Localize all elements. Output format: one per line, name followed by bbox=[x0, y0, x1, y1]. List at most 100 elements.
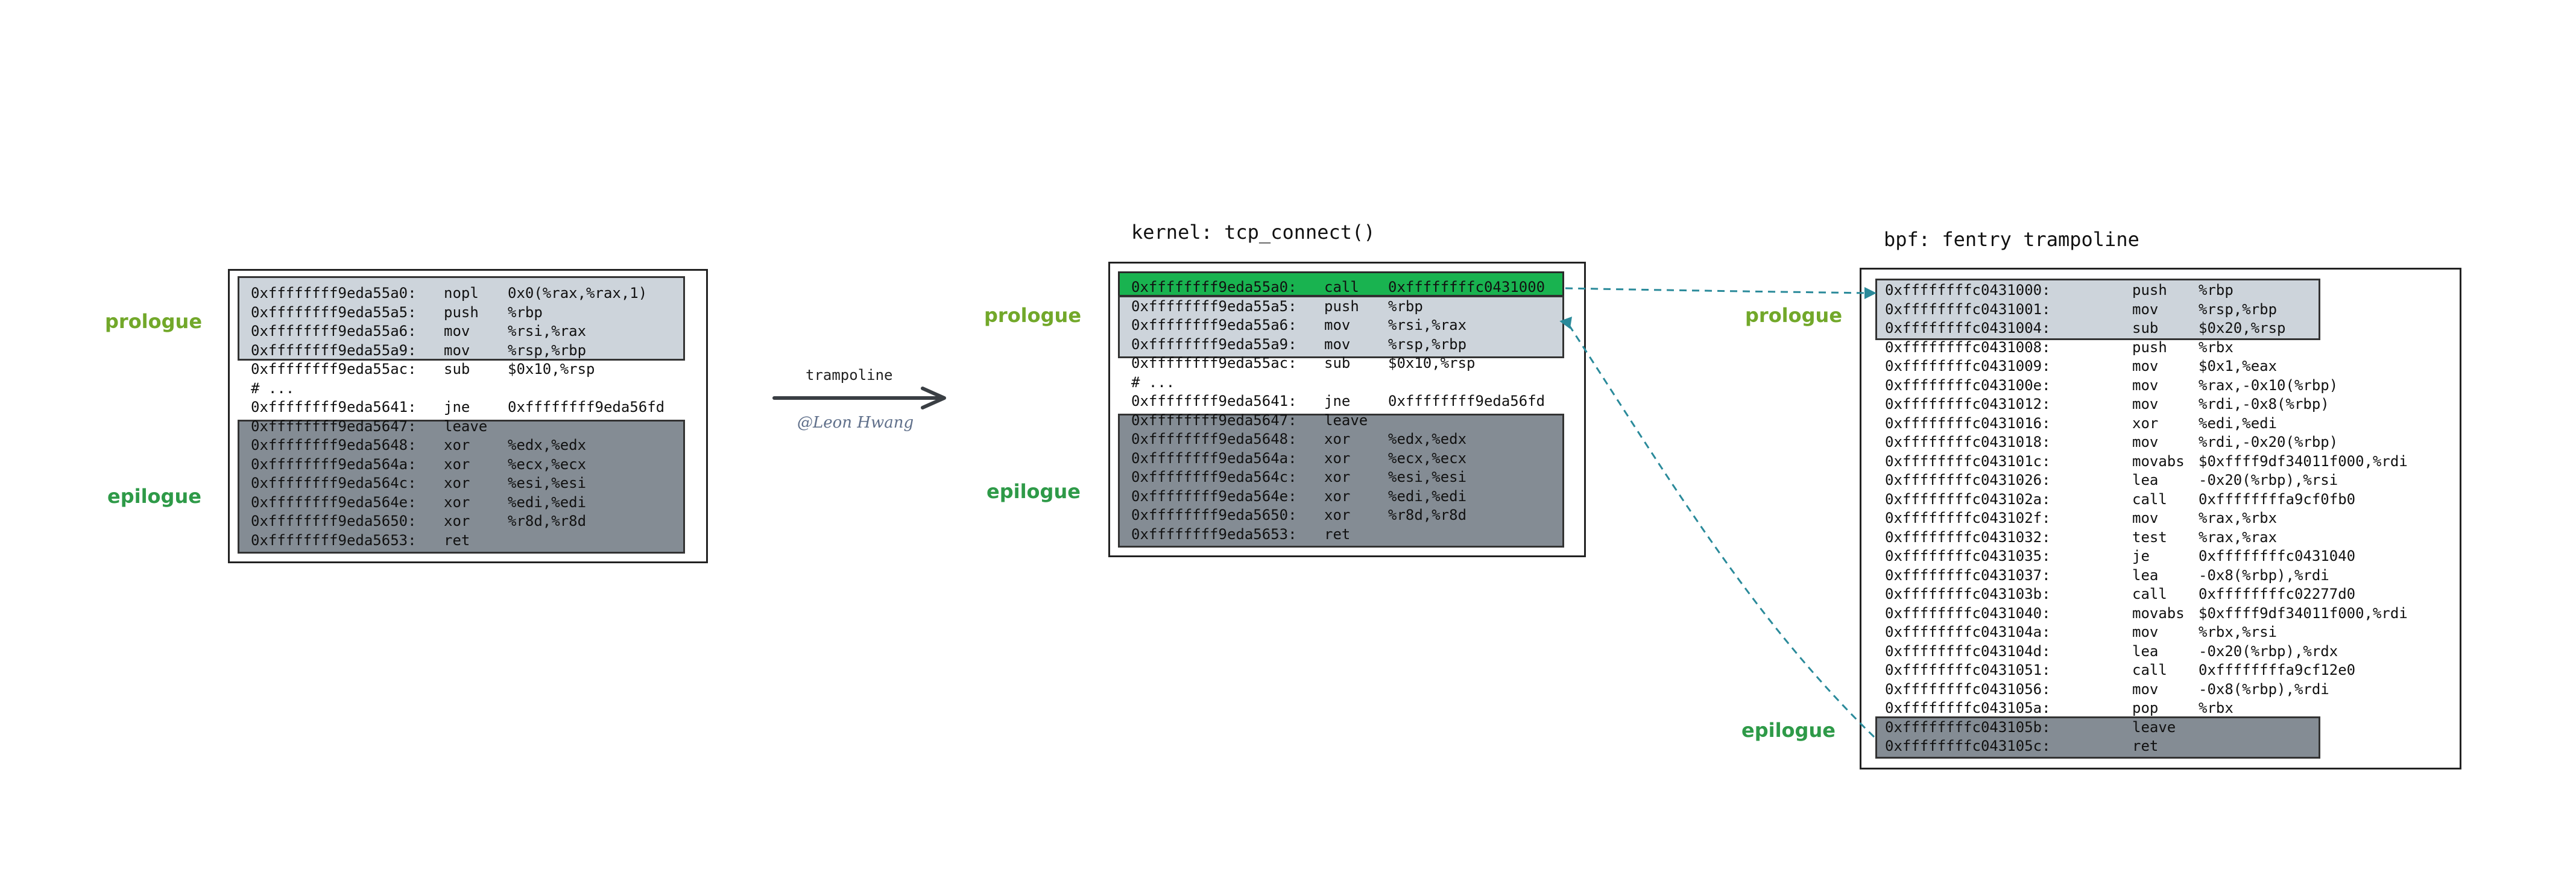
code-address: 0xffffffffc043105c: bbox=[1885, 738, 2051, 754]
code-address: 0xffffffff9eda5650: bbox=[1131, 507, 1297, 523]
code-address: 0xffffffff9eda564a: bbox=[1131, 449, 1297, 467]
code-line: 0xffffffff9eda55ac:sub$0x10,%rsp bbox=[1131, 354, 1565, 373]
code-mnemonic: xor bbox=[1324, 469, 1351, 485]
code-mnemonic: xor bbox=[2132, 414, 2159, 432]
code-line: 0xffffffffc0431037: lea -0x8(%rbp),%rdi bbox=[1885, 566, 2452, 586]
middle-epilogue-label: epilogue bbox=[987, 480, 1081, 503]
code-operand: %edx,%edx bbox=[508, 437, 587, 453]
code-mnemonic: push bbox=[1324, 297, 1359, 315]
code-line: 0xffffffff9eda564c:xor%esi,%esi bbox=[251, 474, 691, 493]
code-mnemonic: je bbox=[2132, 548, 2150, 564]
code-mnemonic: mov bbox=[444, 323, 470, 340]
code-mnemonic: call bbox=[2132, 490, 2167, 508]
code-mnemonic: mov bbox=[2132, 300, 2159, 318]
code-line: 0xffffffffc0431004:sub$0x20,%rsp bbox=[1885, 319, 2452, 338]
code-address: 0xffffffffc043105b: bbox=[1885, 718, 2051, 736]
code-operand: %rdi,-0x8(%rbp) bbox=[2199, 396, 2329, 412]
code-mnemonic: call bbox=[2132, 586, 2167, 602]
code-address: 0xffffffff9eda564e: bbox=[1131, 487, 1297, 505]
code-address: 0xffffffffc0431035: bbox=[1885, 548, 2051, 564]
middle-prologue-label: prologue bbox=[984, 304, 1082, 327]
code-address: 0xffffffff9eda5653: bbox=[251, 531, 417, 549]
code-address: 0xffffffffc0431037: bbox=[1885, 566, 2051, 584]
code-operand: $0x10,%rsp bbox=[508, 361, 595, 378]
code-operand: -0x8(%rbp),%rdi bbox=[2199, 566, 2329, 584]
code-line: 0xffffffffc043102f:mov%rax,%rbx bbox=[1885, 509, 2452, 528]
code-line: 0xffffffff9eda5653:ret bbox=[1131, 525, 1565, 545]
code-address: 0xffffffff9eda55a9: bbox=[251, 341, 417, 359]
code-operand: %rbx,%rsi bbox=[2199, 624, 2278, 640]
code-line: 0xffffffffc0431035: je 0xffffffffc0431040 bbox=[1885, 547, 2452, 566]
code-address: 0xffffffffc0431000: bbox=[1885, 282, 2051, 299]
left-epilogue-highlight bbox=[238, 420, 685, 554]
code-operand: -0x8(%rbp),%rdi bbox=[2199, 680, 2329, 698]
code-operand: 0xffffffffc0431040 bbox=[2199, 548, 2356, 564]
code-mnemonic: mov bbox=[1324, 317, 1351, 333]
code-line: 0xffffffffc0431056:mov-0x8(%rbp),%rdi bbox=[1885, 680, 2452, 700]
code-address: 0xffffffffc043100e: bbox=[1885, 376, 2051, 394]
code-mnemonic: lea bbox=[2132, 566, 2159, 584]
code-address: 0xffffffff9eda5641: bbox=[1131, 393, 1297, 409]
code-address: 0xffffffffc043103b: bbox=[1885, 586, 2051, 602]
right-epilogue-label: epilogue bbox=[1741, 719, 1836, 742]
code-mnemonic: push bbox=[2132, 338, 2167, 356]
code-operand: -0x20(%rbp),%rsi bbox=[2199, 472, 2338, 488]
code-operand: %rbp bbox=[1388, 297, 1423, 315]
code-operand: %r8d,%r8d bbox=[1388, 507, 1467, 523]
code-address: 0xffffffffc0431018: bbox=[1885, 434, 2051, 450]
code-operand: %edx,%edx bbox=[1388, 431, 1467, 447]
code-mnemonic: mov bbox=[2132, 396, 2159, 412]
code-line: 0xffffffffc0431000:push%rbp bbox=[1885, 281, 2452, 300]
code-line: 0xffffffff9eda564e:xor%edi,%edi bbox=[1131, 487, 1565, 507]
code-line: 0xffffffff9eda5647: leave bbox=[1131, 411, 1565, 431]
code-mnemonic: movabs bbox=[2132, 604, 2185, 622]
code-line: 0xffffffffc0431040:movabs$0xffff9df34011… bbox=[1885, 604, 2452, 624]
code-line: 0xffffffff9eda5648:xor%edx,%edx bbox=[251, 436, 691, 455]
code-operand: $0x10,%rsp bbox=[1388, 355, 1476, 371]
return-to-caller-connector bbox=[1559, 317, 1875, 738]
code-line: 0xffffffff9eda564e:xor%edi,%edi bbox=[251, 493, 691, 513]
code-mnemonic: xor bbox=[444, 437, 470, 453]
code-operand: %rsp,%rbp bbox=[2199, 300, 2278, 318]
code-line: 0xffffffffc043101c:movabs$0xffff9df34011… bbox=[1885, 452, 2452, 472]
code-address: 0xffffffffc0431051: bbox=[1885, 662, 2051, 678]
code-operand: $0x1,%eax bbox=[2199, 358, 2278, 374]
code-address: 0xffffffff9eda5647: bbox=[1131, 411, 1297, 429]
code-address: 0xffffffffc043105a: bbox=[1885, 700, 2051, 716]
code-mnemonic: test bbox=[2132, 528, 2167, 546]
code-operand: %edi,%edi bbox=[2199, 414, 2278, 432]
code-address: 0xffffffff9eda55ac: bbox=[1131, 355, 1297, 371]
code-operand: %esi,%esi bbox=[1388, 469, 1467, 485]
right-prologue-highlight bbox=[1875, 279, 2320, 340]
code-mnemonic: leave bbox=[1324, 411, 1368, 429]
code-operand: 0x0(%rax,%rax,1) bbox=[508, 285, 648, 302]
code-mnemonic: jne bbox=[444, 399, 470, 415]
code-mnemonic: mov bbox=[2132, 358, 2159, 374]
code-address: 0xffffffff9eda564c: bbox=[1131, 469, 1297, 485]
code-address: 0xffffffff9eda564c: bbox=[251, 475, 417, 491]
left-prologue-highlight bbox=[238, 276, 685, 361]
code-mnemonic: jne bbox=[1324, 393, 1351, 409]
code-operand: %rsp,%rbp bbox=[508, 341, 587, 359]
code-operand: %rax,%rax bbox=[2199, 528, 2278, 546]
code-line: 0xffffffff9eda5650:xor%r8d,%r8d bbox=[251, 512, 691, 531]
code-operand: %rax,%rbx bbox=[2199, 510, 2278, 526]
code-operand: %edi,%edi bbox=[508, 493, 587, 511]
right-prologue-label: prologue bbox=[1745, 304, 1843, 327]
code-line: 0xffffffffc043100e:mov%rax,-0x10(%rbp) bbox=[1885, 376, 2452, 396]
code-address: 0xffffffffc043104d: bbox=[1885, 642, 2051, 660]
code-operand: %rbx bbox=[2199, 700, 2233, 716]
code-operand: %rsi,%rax bbox=[508, 323, 587, 340]
code-mnemonic: push bbox=[444, 303, 479, 321]
author-signature: @Leon Hwang bbox=[797, 414, 914, 432]
code-operand: 0xffffffffa9cf0fb0 bbox=[2199, 490, 2356, 508]
code-address: 0xffffffff9eda55ac: bbox=[251, 361, 417, 378]
call-to-trampoline-connector bbox=[1565, 287, 1877, 299]
